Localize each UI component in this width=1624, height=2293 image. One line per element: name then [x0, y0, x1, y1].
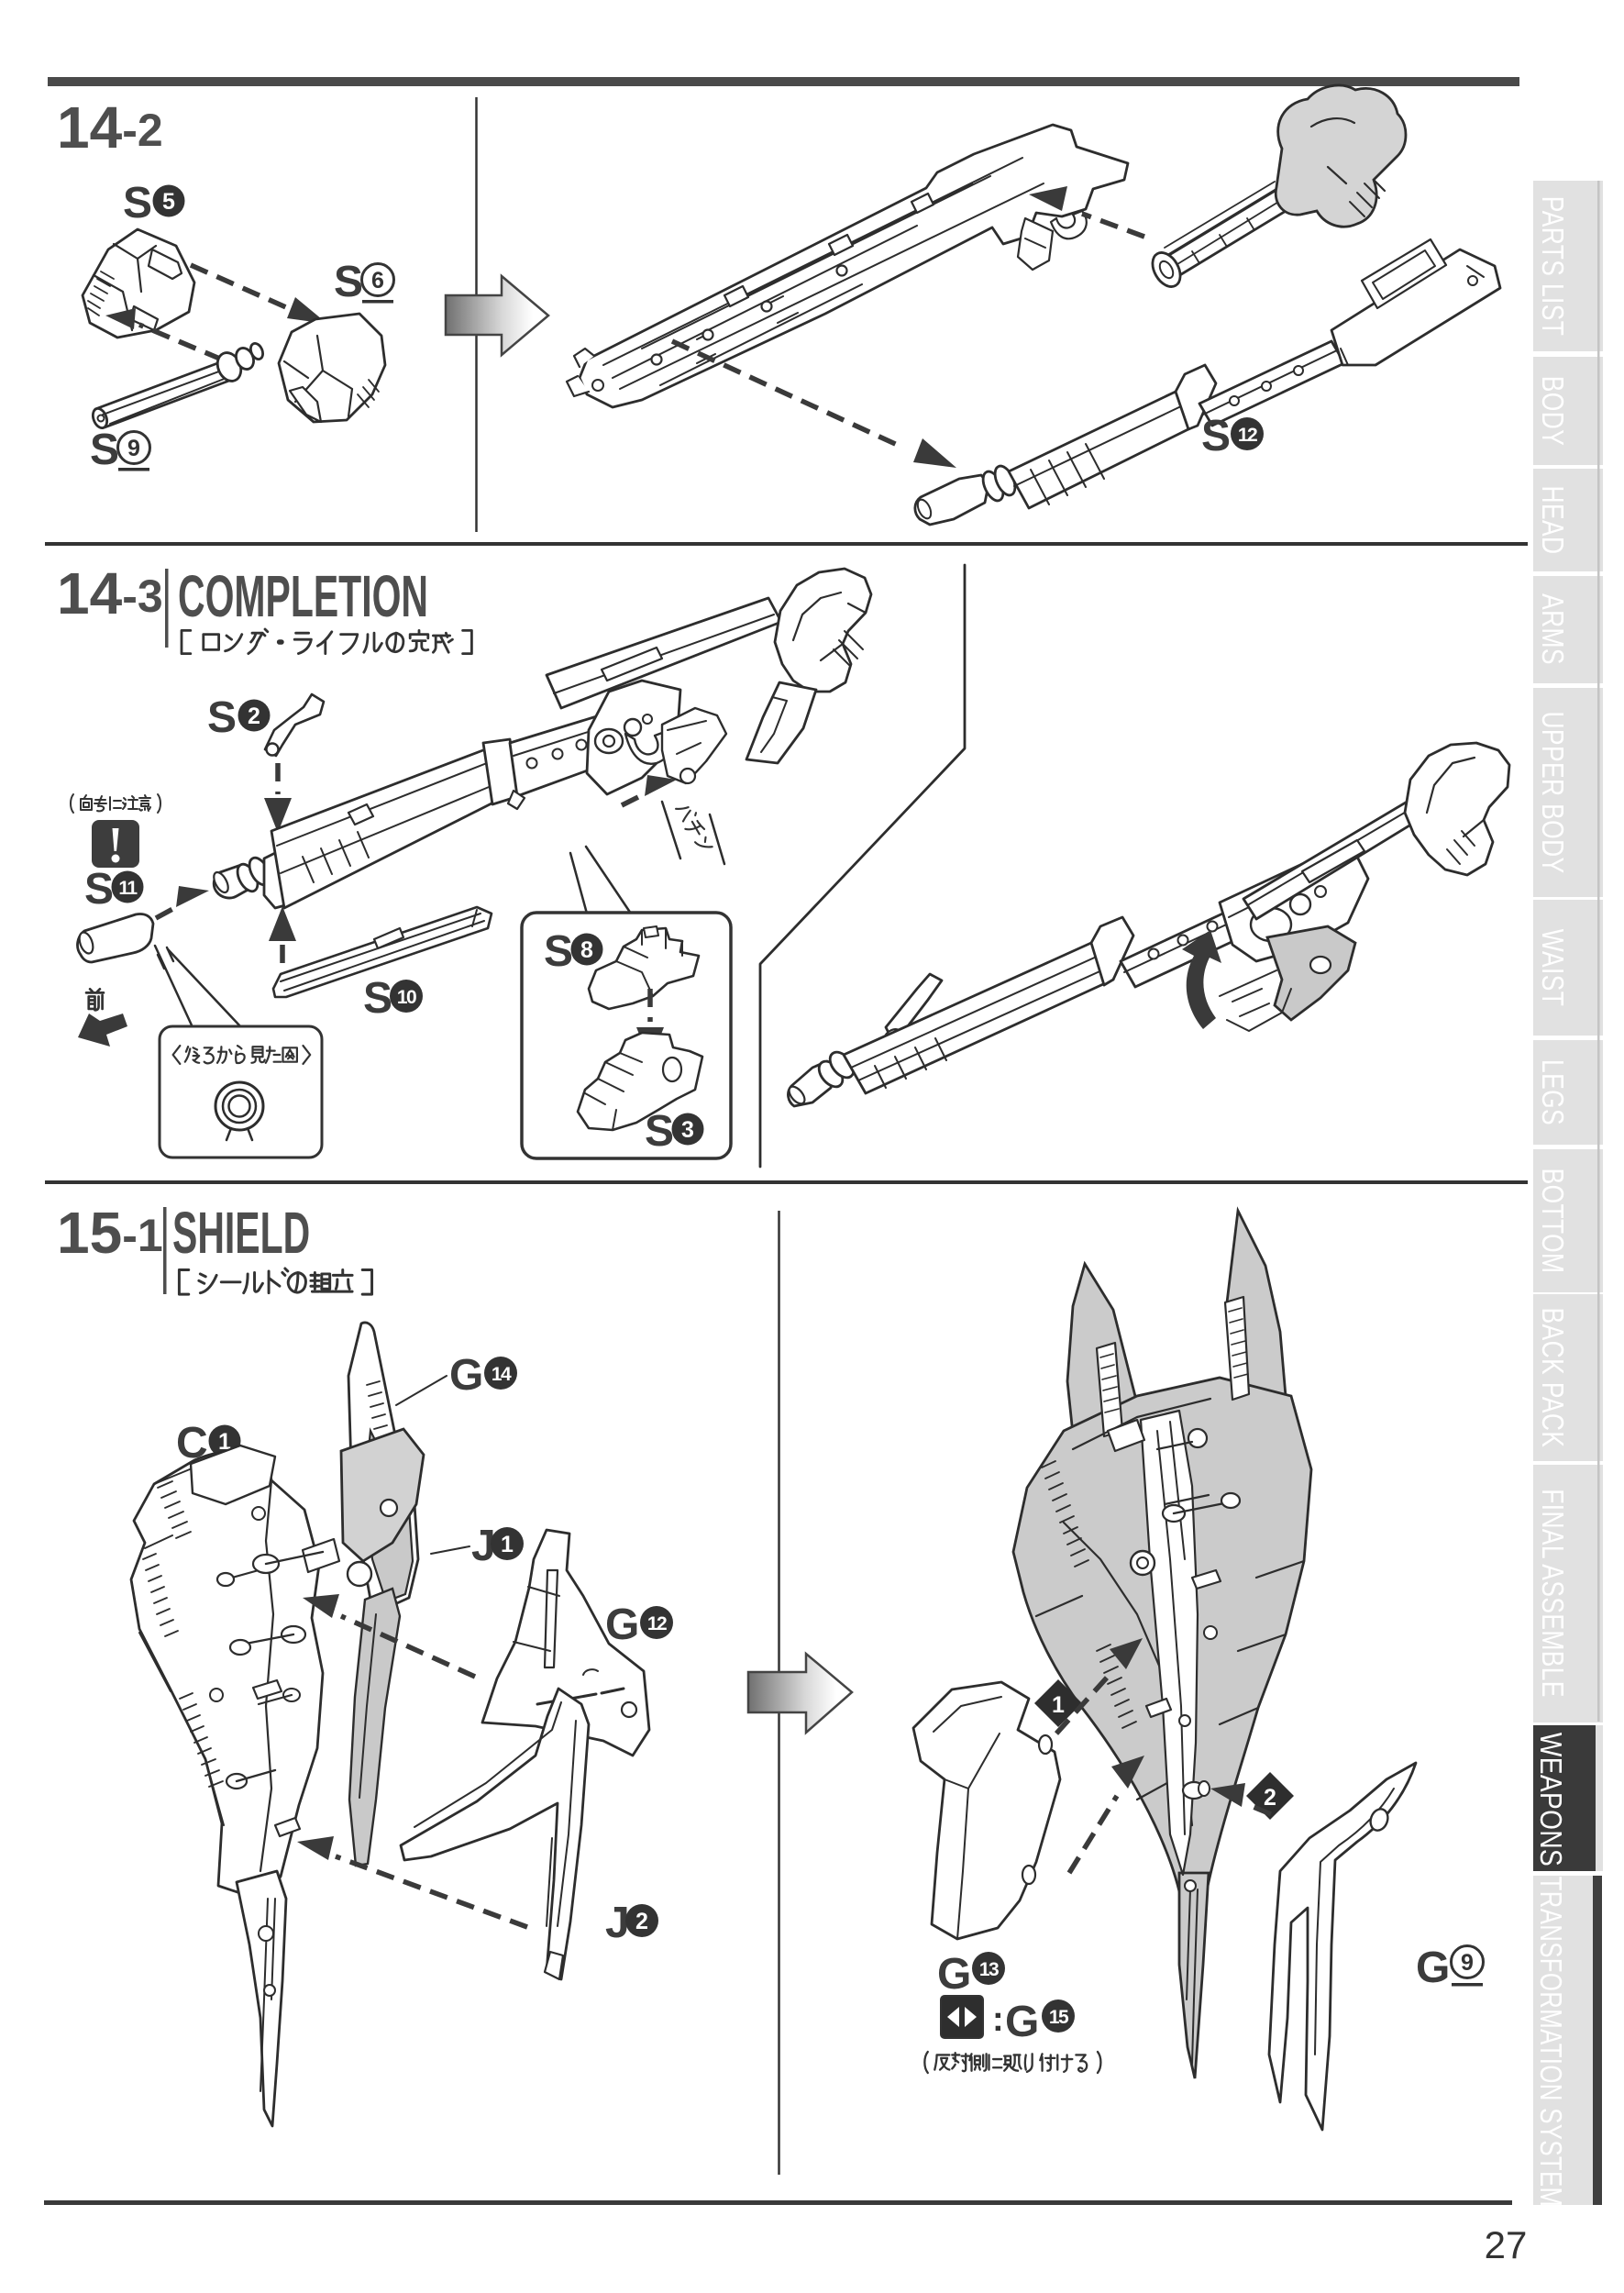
- svg-text:BOTTOM: BOTTOM: [1535, 1169, 1568, 1274]
- svg-text:15-1: 15-1: [57, 1200, 163, 1266]
- svg-text:15: 15: [1049, 2007, 1069, 2028]
- svg-text:G: G: [605, 1601, 639, 1649]
- svg-text:S: S: [1201, 412, 1231, 460]
- svg-text:13: 13: [979, 1959, 999, 1980]
- svg-text:G: G: [937, 1950, 971, 1999]
- svg-text:11: 11: [118, 878, 138, 899]
- svg-text:G: G: [449, 1351, 483, 1400]
- svg-text:G: G: [1416, 1944, 1450, 1992]
- svg-text:S: S: [334, 258, 363, 306]
- svg-text::: :: [992, 2000, 1004, 2039]
- svg-text:ARMS: ARMS: [1535, 593, 1568, 665]
- svg-text:S: S: [544, 927, 573, 976]
- svg-text:1: 1: [501, 1532, 514, 1557]
- svg-text:1: 1: [1052, 1692, 1065, 1718]
- svg-text:27: 27: [1485, 2223, 1528, 2266]
- svg-text:2: 2: [635, 1909, 648, 1934]
- svg-text:8: 8: [580, 937, 593, 963]
- svg-text:S: S: [123, 179, 152, 227]
- svg-text:PARTS LIST: PARTS LIST: [1535, 196, 1568, 337]
- svg-text:FINAL ASSEMBLE: FINAL ASSEMBLE: [1535, 1489, 1568, 1698]
- svg-text:14-2: 14-2: [57, 94, 163, 161]
- svg-text:5: 5: [162, 189, 175, 215]
- svg-text:6: 6: [371, 268, 384, 294]
- svg-text:3: 3: [681, 1117, 694, 1143]
- svg-text:G: G: [1005, 1998, 1039, 2046]
- svg-text:2: 2: [1264, 1785, 1276, 1811]
- svg-text:S: S: [84, 865, 114, 914]
- svg-text:UPPER BODY: UPPER BODY: [1535, 711, 1568, 873]
- svg-text:WEAPONS: WEAPONS: [1533, 1733, 1567, 1867]
- svg-text:HEAD: HEAD: [1535, 486, 1568, 555]
- svg-text:LEGS: LEGS: [1535, 1059, 1568, 1125]
- svg-text:SHIELD: SHIELD: [172, 1201, 310, 1266]
- svg-text:2: 2: [248, 703, 260, 729]
- svg-text:WAIST: WAIST: [1535, 929, 1568, 1007]
- svg-text:14-3: 14-3: [57, 560, 163, 626]
- svg-text:1: 1: [218, 1429, 231, 1455]
- svg-text:S: S: [207, 693, 237, 742]
- svg-text:10: 10: [397, 987, 416, 1008]
- svg-text:BACK PACK: BACK PACK: [1535, 1308, 1568, 1448]
- svg-text:TRANSFORMATION SYSTEM: TRANSFORMATION SYSTEM: [1533, 1877, 1567, 2208]
- svg-text:COMPLETION: COMPLETION: [178, 564, 428, 629]
- svg-text:14: 14: [492, 1364, 512, 1385]
- svg-text:S: S: [90, 426, 119, 474]
- svg-text:9: 9: [1461, 1950, 1474, 1976]
- svg-text:12: 12: [647, 1613, 667, 1634]
- svg-text:9: 9: [127, 436, 140, 461]
- svg-text:S: S: [363, 974, 392, 1023]
- svg-text:BODY: BODY: [1535, 376, 1568, 446]
- svg-text:S: S: [645, 1107, 674, 1156]
- svg-text:12: 12: [1238, 425, 1257, 446]
